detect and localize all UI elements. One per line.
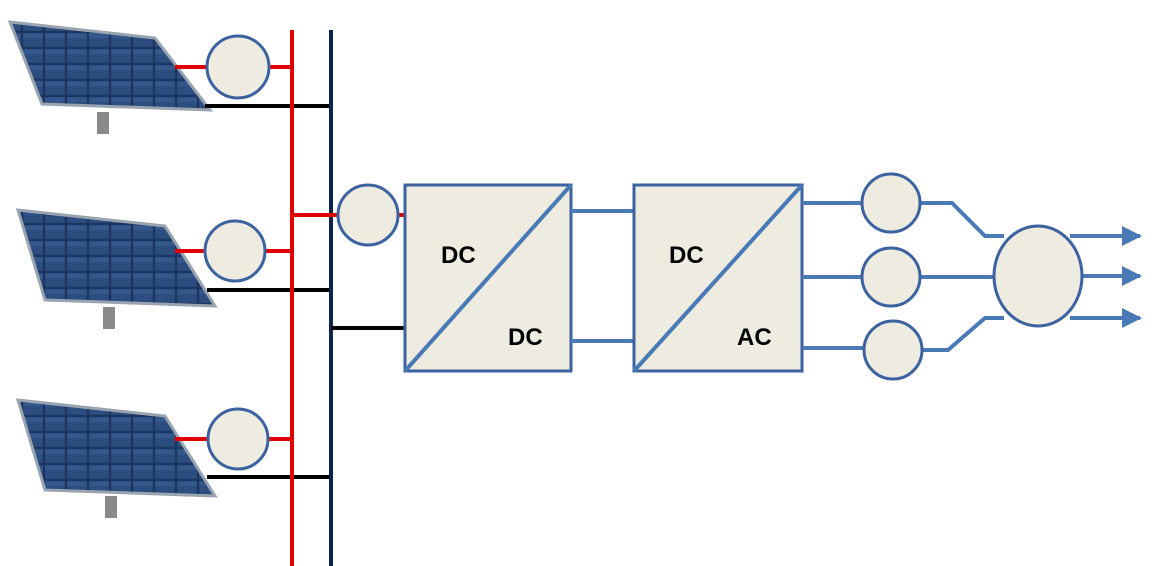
grid-transformer (992, 224, 1084, 328)
bus-sensor (336, 183, 400, 247)
solar-panel-icon (15, 208, 218, 308)
dcdc-diagonal (403, 183, 573, 373)
phase-sensor-3 (862, 319, 924, 381)
phase-wire-to-transformer (922, 316, 1004, 352)
panel-pole (103, 307, 115, 329)
panel-sensor-1 (205, 34, 271, 100)
inverter-diagonal (632, 183, 804, 373)
inverter-output-label: AC (737, 324, 772, 351)
solar-panel-icon (7, 20, 214, 112)
panel-sensor-2 (203, 219, 267, 283)
solar-panel-icon (15, 398, 218, 498)
inverter-input-label: DC (669, 242, 704, 269)
phase-sensor-1 (860, 172, 922, 234)
dcdc-output-label: DC (508, 324, 543, 351)
inverter: DC AC (632, 183, 804, 373)
panel-pole (105, 496, 117, 518)
solar-panel-3 (15, 398, 218, 518)
panel-sensor-3 (206, 407, 270, 471)
panel-pole (97, 112, 109, 134)
solar-panel-1 (7, 20, 214, 134)
dcdc-converter: DC DC (403, 183, 573, 373)
phase-wire-to-transformer (920, 201, 1004, 238)
phase-sensor-2 (860, 246, 922, 308)
panel-connections (175, 65, 331, 479)
dcdc-input-label: DC (441, 242, 476, 269)
solar-panel-2 (15, 208, 218, 329)
